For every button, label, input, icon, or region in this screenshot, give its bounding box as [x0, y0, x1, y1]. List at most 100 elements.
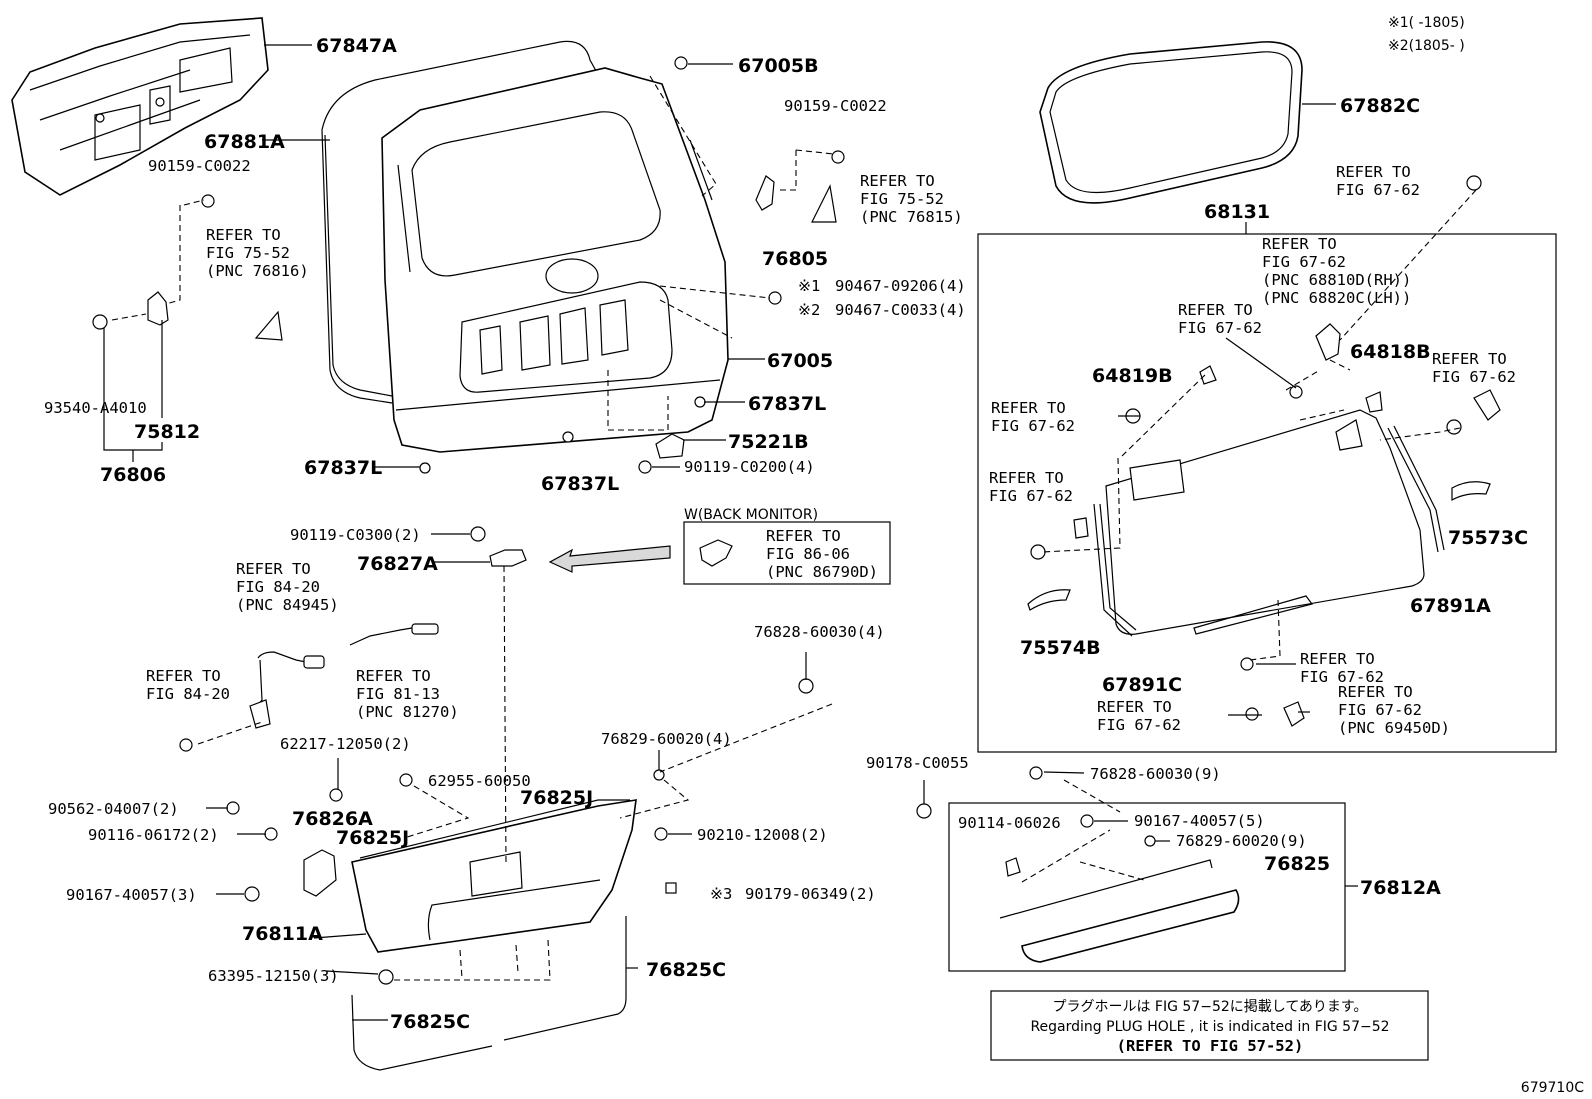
refer-block-fig-86-06-line-1: REFER TO	[766, 527, 841, 545]
part-label-75573C: 75573C	[1448, 527, 1528, 549]
part-label-67881A: 67881A	[204, 131, 285, 153]
refer-block-fig-81-13-line-2: FIG 81-13	[356, 685, 440, 703]
strip-67891C	[1093, 503, 1137, 637]
part-label-90562: 90562-04007(2)	[48, 800, 179, 818]
refer-block-fig-67-62-a-line-1: REFER TO	[1178, 301, 1253, 319]
refer-block-fig-67-62-top-line-2: FIG 67-62	[1336, 181, 1420, 199]
weatherstrip-67882C	[1039, 41, 1303, 204]
molding-76825C-right	[503, 916, 627, 1041]
refer-block-fig-67-62-e-line-2: FIG 67-62	[1300, 668, 1384, 686]
part-label-64819B: 64819B	[1092, 365, 1173, 387]
refer-block-fig-84-20-pnc-line-1: REFER TO	[236, 560, 311, 578]
notice-en: Regarding PLUG HOLE , it is indicated in…	[1030, 1019, 1389, 1035]
connector-b	[411, 623, 439, 635]
refer-block-fig-67-62-e-line-1: REFER TO	[1300, 650, 1375, 668]
refer-block-fig-67-62-c-line-1: REFER TO	[991, 399, 1066, 417]
part-label-76811A: 76811A	[242, 923, 323, 945]
refer-block-fig-67-62-pnc-line-2: FIG 67-62	[1338, 701, 1422, 719]
trim-panel-67847A	[11, 17, 269, 196]
part-label-90119-300: 90119-C0300(2)	[290, 526, 421, 544]
part-label-62217: 62217-12050(2)	[280, 735, 411, 753]
variant-mark-1: ※1	[798, 277, 820, 295]
refer-block-fig-67-62-c-line-2: FIG 67-62	[991, 417, 1075, 435]
refer-block-fig-67-62-b-line-1: REFER TO	[1432, 350, 1507, 368]
part-label-67837L-a: 67837L	[748, 393, 826, 415]
back-monitor-title: W(BACK MONITOR)	[684, 507, 818, 523]
molding-76825C-left	[351, 994, 493, 1071]
refer-block-fig-67-62-top-line-1: REFER TO	[1336, 163, 1411, 181]
part-label-75812: 75812	[134, 421, 200, 443]
refer-block-fig-86-06-line-3: (PNC 86790D)	[766, 563, 878, 581]
emblem-rod	[999, 859, 1213, 919]
connector-c	[249, 699, 271, 729]
part-label-67882C: 67882C	[1340, 95, 1420, 117]
notice-ref: (REFER TO FIG 57-52)	[1117, 1037, 1304, 1055]
refer-block-fig-84-20-line-1: REFER TO	[146, 667, 221, 685]
bracket-75221B	[655, 433, 685, 459]
part-label-90116: 90116-06172(2)	[88, 826, 219, 844]
refer-block-fig-67-62-hinge-line-3: (PNC 68810D(RH))	[1262, 271, 1411, 289]
part-label-93540: 93540-A4010	[44, 399, 147, 417]
footer-code: 679710C	[1521, 1080, 1584, 1096]
glass-box-68131	[977, 233, 1557, 753]
part-label-90467-1: 90467-09206(4)	[835, 277, 966, 295]
emblem-76825	[1021, 889, 1240, 963]
refer-block-fig-84-20-pnc-line-3: (PNC 84945)	[236, 596, 339, 614]
part-label-76825J-b: 76825J	[336, 827, 409, 849]
part-label-67847A: 67847A	[316, 35, 397, 57]
clip-90114	[1005, 857, 1021, 877]
part-label-76806: 76806	[100, 464, 166, 486]
refer-block-fig-67-62-hinge-line-1: REFER TO	[1262, 235, 1337, 253]
refer-block-fig-75-52-76816-line-2: FIG 75-52	[206, 244, 290, 262]
refer-block-fig-67-62-f-line-2: FIG 67-62	[1097, 716, 1181, 734]
part-label-76829-a: 76829-60020(4)	[601, 730, 732, 748]
small-fasteners	[92, 56, 1482, 985]
part-label-67837L-b: 67837L	[304, 457, 382, 479]
part-label-67891A: 67891A	[1410, 595, 1491, 617]
part-label-76828-b: 76828-60030(9)	[1090, 765, 1221, 783]
refer-block-fig-67-62-hinge-line-2: FIG 67-62	[1262, 253, 1346, 271]
part-label-76825J-a: 76825J	[520, 787, 593, 809]
part-label-76825C-a: 76825C	[646, 959, 726, 981]
refer-block-fig-84-20-line-2: FIG 84-20	[146, 685, 230, 703]
refer-block-fig-81-13-line-3: (PNC 81270)	[356, 703, 459, 721]
part-label-90178: 90178-C0055	[866, 754, 969, 772]
part-label-90467-2: 90467-C0033(4)	[835, 301, 966, 319]
connector-a	[303, 655, 325, 669]
variant-note-2: ※2(1805- )	[1388, 38, 1465, 54]
refer-block-fig-81-13-line-1: REFER TO	[356, 667, 431, 685]
part-label-67005: 67005	[767, 350, 833, 372]
refer-block-fig-84-20-pnc-line-2: FIG 84-20	[236, 578, 320, 596]
refer-block-fig-67-62-hinge-line-4: (PNC 68820C(LH))	[1262, 289, 1411, 307]
part-label-64818B: 64818B	[1350, 341, 1431, 363]
back-door-67005	[321, 40, 729, 453]
bracket-76805	[755, 175, 775, 211]
part-label-76829-b: 76829-60020(9)	[1176, 832, 1307, 850]
part-label-76828-a: 76828-60030(4)	[754, 623, 885, 641]
part-label-67891C: 67891C	[1102, 674, 1182, 696]
trim-75573C	[1451, 481, 1491, 502]
part-label-67005B: 67005B	[738, 55, 819, 77]
part-label-90167-b: 90167-40057(5)	[1134, 812, 1265, 830]
refer-block-fig-67-62-b-line-2: FIG 67-62	[1432, 368, 1516, 386]
part-label-76805: 76805	[762, 248, 828, 270]
camera-icon	[699, 539, 733, 567]
trim-75574B	[1027, 589, 1071, 611]
notice-box	[990, 990, 1429, 1061]
refer-block-fig-75-52-76815-line-1: REFER TO	[860, 172, 935, 190]
part-label-76825C-b: 76825C	[390, 1011, 470, 1033]
back-monitor-76827A	[489, 549, 527, 567]
